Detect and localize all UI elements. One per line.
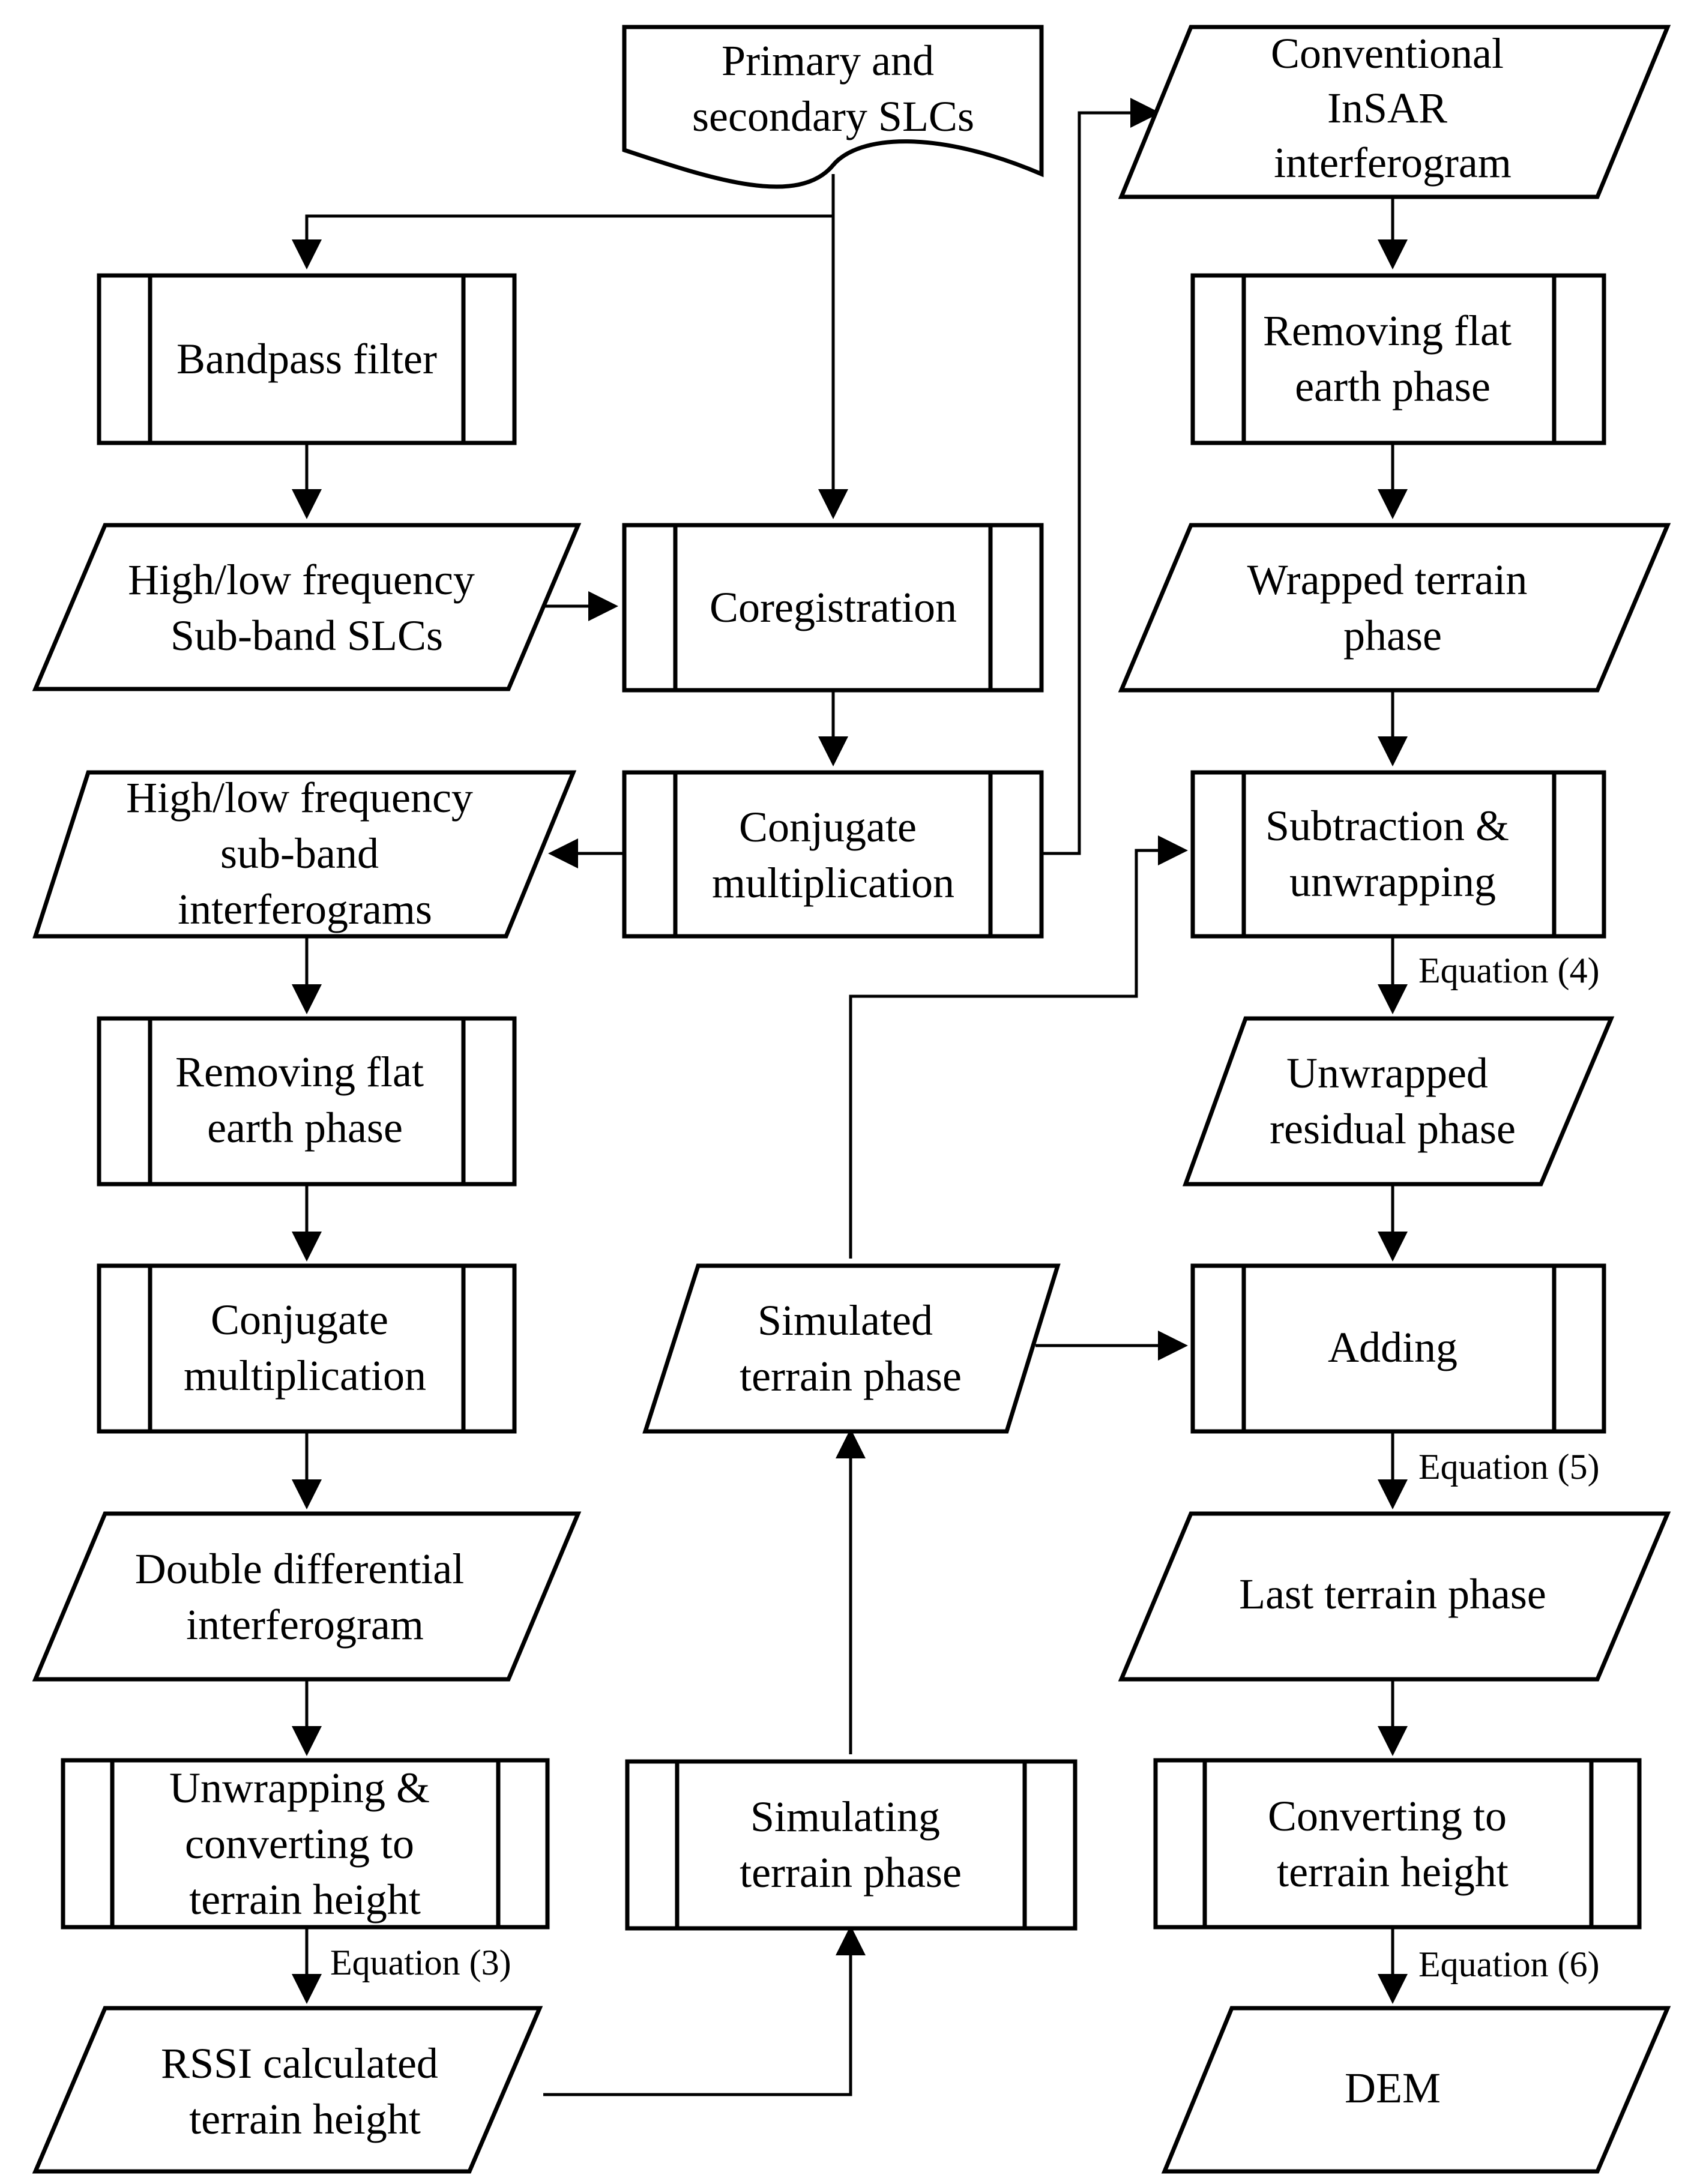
double-diff-parallelogram	[32, 1511, 582, 1682]
wrapped-terrain-label: Wrapped terrain phase	[1247, 556, 1539, 660]
equation-3-label: Equation (3)	[330, 1943, 511, 1982]
simulating-process-box	[625, 1759, 1078, 1931]
remove-flat-right-label: Removing flat earth phase	[1263, 307, 1522, 411]
subband-ifg-label: High/low frequency sub-band interferogra…	[126, 774, 484, 933]
unwrapped-residual-parallelogram	[1183, 1016, 1615, 1187]
simulated-parallelogram	[642, 1263, 1061, 1434]
rssi-height-label: RSSI calculated terrain height	[161, 2039, 449, 2143]
wrapped-terrain-parallelogram	[1118, 523, 1671, 693]
connectors	[292, 98, 1408, 2096]
unwrap-convert-process-box	[61, 1758, 550, 1930]
bandpass-label: Bandpass filter	[176, 335, 437, 383]
converting-label: Converting to terrain height	[1268, 1792, 1518, 1896]
unwrapped-residual-label: Unwrapped residual phase	[1270, 1049, 1516, 1153]
edge-conj-mult-to-conventional	[1041, 98, 1160, 855]
edge-simulated-to-subtraction	[849, 835, 1188, 1259]
conj-mult-left-label: Conjugate multiplication	[184, 1296, 426, 1400]
unwrap-convert-label: Unwrapping & converting to terrain heigh…	[169, 1764, 441, 1924]
conj-mult-center-label: Conjugate multiplication	[712, 803, 954, 907]
bandpass-process-box	[97, 273, 517, 445]
equation-5-label: Equation (5)	[1418, 1447, 1600, 1487]
remove-flat-left-process-box	[97, 1016, 517, 1187]
input-label: Primary and secondary SLCs	[692, 37, 974, 140]
edge-rssi-to-simulating	[543, 1925, 866, 2096]
subband-slcs-parallelogram	[32, 523, 582, 691]
equation-6-label: Equation (6)	[1418, 1945, 1600, 1984]
simulating-label: Simulating terrain phase	[740, 1793, 962, 1897]
equation-4-label: Equation (4)	[1418, 951, 1600, 990]
last-terrain-label: Last terrain phase	[1239, 1570, 1546, 1618]
input-document-shape	[622, 25, 1044, 189]
conventional-ifg-label: Conventional InSAR interferogram	[1271, 29, 1515, 187]
subband-ifg-parallelogram	[32, 770, 577, 939]
remove-flat-left-label: Removing flat earth phase	[175, 1048, 435, 1152]
last-terrain-parallelogram	[1118, 1511, 1671, 1682]
adding-process-box	[1190, 1263, 1606, 1434]
subtraction-label: Subtraction & unwrapping	[1265, 802, 1520, 906]
coregistration-label: Coregistration	[710, 583, 957, 631]
converting-process-box	[1153, 1758, 1642, 1930]
edge-input-to-bandpass	[292, 174, 835, 269]
conventional-ifg-parallelogram	[1118, 25, 1671, 199]
simulated-label: Simulated terrain phase	[740, 1296, 962, 1400]
subtraction-process-box	[1190, 770, 1606, 939]
rssi-height-parallelogram	[32, 2006, 543, 2174]
double-diff-label: Double differential interferogram	[135, 1545, 475, 1649]
conj-mult-left-process-box	[97, 1263, 517, 1434]
conj-mult-center-process-box	[622, 770, 1044, 939]
dem-label: DEM	[1345, 2064, 1441, 2112]
dem-parallelogram	[1161, 2006, 1671, 2174]
coregistration-process-box	[622, 523, 1044, 693]
adding-label: Adding	[1328, 1323, 1457, 1371]
remove-flat-right-process-box	[1190, 273, 1606, 445]
subband-slcs-label: High/low frequency Sub-band SLCs	[128, 556, 486, 660]
